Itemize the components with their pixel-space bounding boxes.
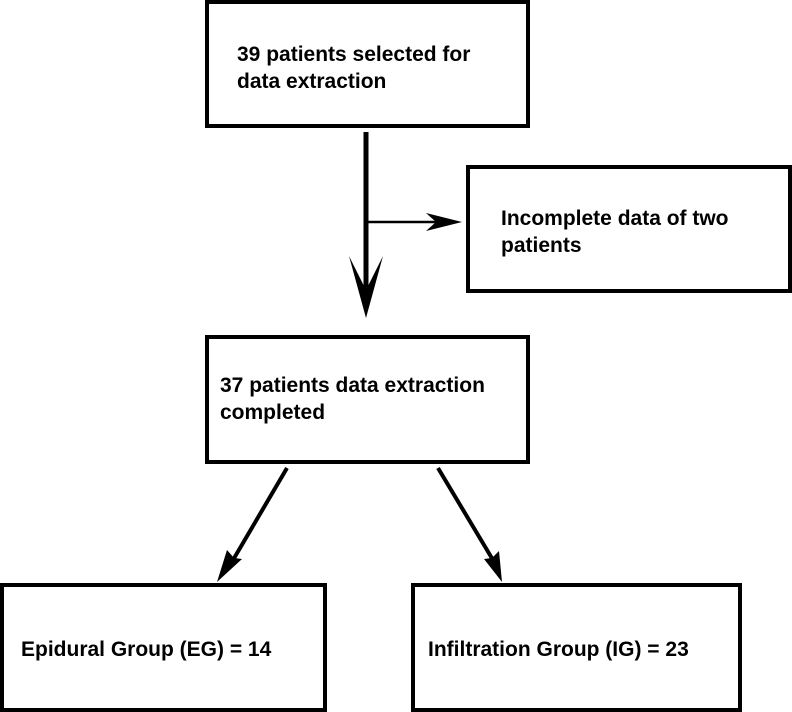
exclusion-arrow-head <box>426 213 462 231</box>
infiltration-group-text: Infiltration Group (IG) = 23 <box>428 638 689 661</box>
right-arrow-head <box>484 551 502 582</box>
epidural-group-box: Epidural Group (EG) = 14 <box>0 583 327 712</box>
right-arrow-shaft <box>436 466 495 562</box>
left-arrow-shaft <box>231 466 289 562</box>
main-arrow-head <box>349 256 383 318</box>
infiltration-group-box: Infiltration Group (IG) = 23 <box>411 583 742 712</box>
left-arrow-head <box>217 550 242 582</box>
epidural-group-text: Epidural Group (EG) = 14 <box>21 638 272 661</box>
